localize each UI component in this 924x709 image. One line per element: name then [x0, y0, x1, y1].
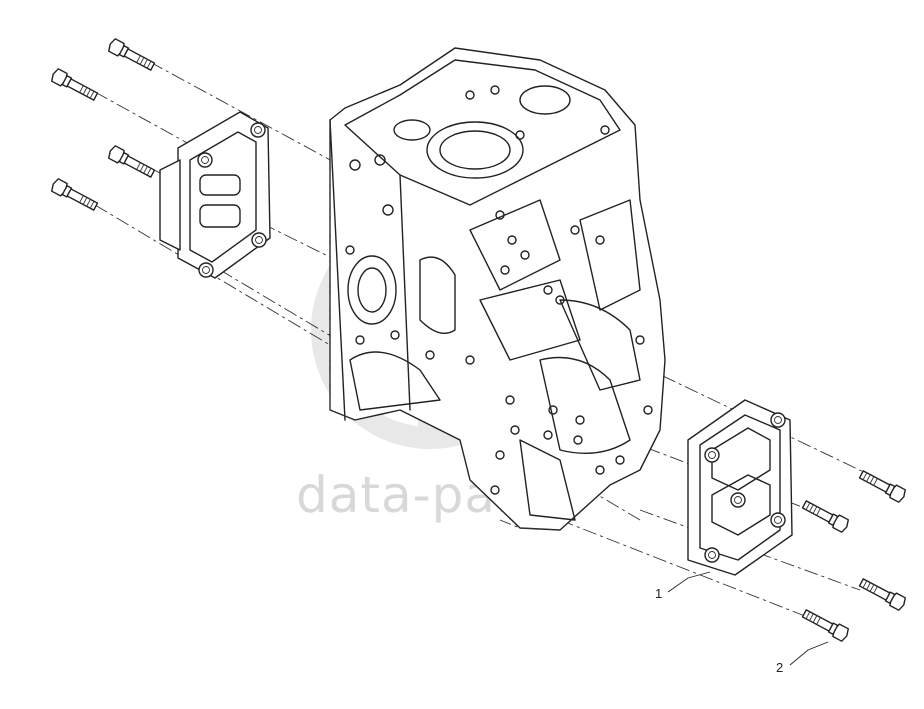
bolt-left-1 [108, 38, 156, 71]
bolt-left-2 [51, 68, 99, 101]
callout-2: 2 [776, 641, 829, 675]
bolt-right-2 [801, 500, 849, 533]
right-mount-bracket [687, 399, 793, 576]
bolt-right-1 [858, 470, 906, 503]
callout-1: 1 [655, 571, 711, 601]
left-mount-bracket [159, 111, 271, 279]
bolt-right-3 [858, 578, 906, 611]
bolt-left-3 [108, 145, 156, 178]
callout-number: 2 [776, 660, 783, 675]
bolt-right-4 [801, 609, 849, 642]
bolt-left-4 [51, 178, 99, 211]
callout-number: 1 [655, 586, 662, 601]
engine-block [329, 47, 666, 531]
